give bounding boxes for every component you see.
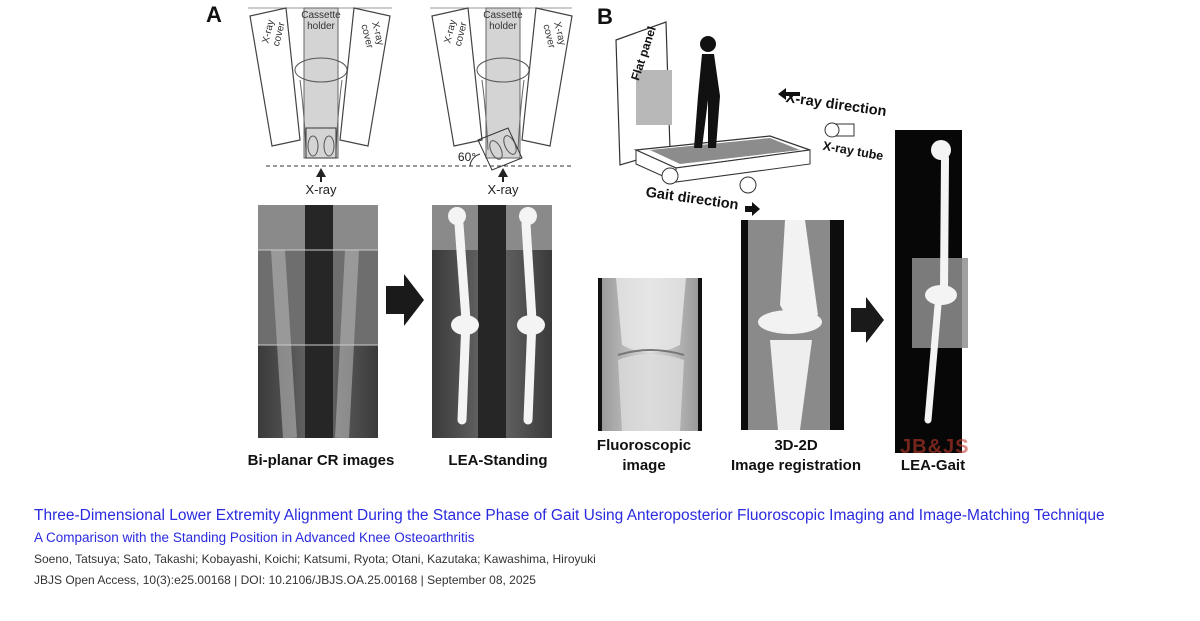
jbjs-watermark: JB&JS: [900, 436, 969, 459]
biplanar-cr-image: [258, 205, 378, 438]
fluoroscopic-image: [598, 278, 702, 431]
arrow-right-icon: [851, 297, 884, 343]
figure: A B X-ray cover X-ray cover Cassette hol…: [0, 0, 1200, 490]
lea-gait-image: [895, 130, 968, 453]
arrow-right-icon: [386, 274, 424, 326]
registration-image: [741, 220, 844, 430]
panel-letter-b: B: [597, 4, 613, 30]
fluoroscopic-label-line1: Fluoroscopic: [580, 436, 708, 455]
xray-label-right: X-ray: [473, 180, 533, 199]
angle-label: 60°: [450, 148, 484, 167]
xray-label-left: X-ray: [291, 180, 351, 199]
article-authors: Soeno, Tatsuya; Sato, Takashi; Kobayashi…: [34, 552, 596, 566]
article-title-link[interactable]: Three-Dimensional Lower Extremity Alignm…: [34, 507, 1105, 525]
registration-label-line1: 3D-2D: [716, 436, 876, 455]
biplanar-label: Bi-planar CR images: [232, 451, 410, 470]
registration-label-line2: Image registration: [716, 456, 876, 475]
cassette-holder-label: Cassette holder: [300, 10, 342, 32]
lea-standing-label: LEA-Standing: [432, 451, 564, 470]
cassette-holder-label-2: Cassette holder: [482, 10, 524, 32]
panel-letter-a: A: [206, 2, 222, 28]
figure-graphics: [0, 0, 1200, 490]
lea-standing-image: [432, 205, 552, 438]
article-citation: JBJS Open Access, 10(3):e25.00168 | DOI:…: [34, 573, 536, 587]
fluoroscopic-label-line2: image: [580, 456, 708, 475]
article-subtitle: A Comparison with the Standing Position …: [34, 530, 475, 545]
